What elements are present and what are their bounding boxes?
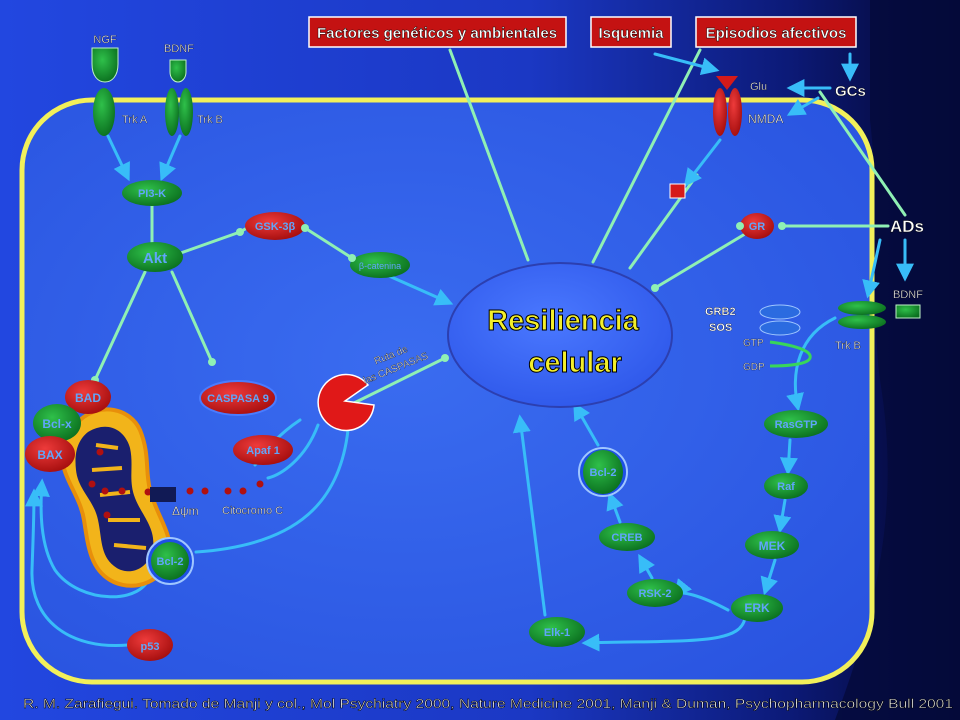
ngf-label: NGF xyxy=(93,34,117,46)
p53-node: p53 xyxy=(127,629,173,661)
bcl2-mito-node: Bcl-2 xyxy=(146,537,194,585)
bclx-node: Bcl-x xyxy=(33,404,81,442)
membrane-pore xyxy=(150,487,176,502)
mek-node: MEK xyxy=(745,531,799,559)
citocromo-label: Citocromo C xyxy=(222,505,283,517)
trkb-receptor-right xyxy=(179,88,193,136)
pi3k-node: PI3-K xyxy=(122,180,182,206)
dpsi-label: Δψm xyxy=(172,504,199,518)
gdp-label: GDP xyxy=(743,362,765,373)
calcium-icon xyxy=(669,183,686,199)
ischemia-label: Isquemia xyxy=(598,25,664,42)
ads-label: ADs xyxy=(890,217,924,236)
bax-node: BAX xyxy=(25,436,75,472)
bad-label: BAD xyxy=(75,391,101,405)
cytochrome-dots xyxy=(186,480,264,495)
creb-node: CREB xyxy=(599,523,655,551)
dark-corner xyxy=(835,0,960,720)
trka-label: Trk A xyxy=(122,114,148,126)
akt-label: Akt xyxy=(143,250,167,267)
elk1-node: Elk-1 xyxy=(529,617,585,647)
genetic-factors-box: Factores genéticos y ambientales xyxy=(308,16,567,48)
bdnf-right-ligand xyxy=(895,304,921,319)
mito-red-dots xyxy=(88,448,152,519)
caspase-pacman xyxy=(317,373,375,432)
trka-receptor xyxy=(93,88,115,136)
gsk3b-label: GSK-3β xyxy=(255,221,296,233)
affective-episodes-label: Episodios afectivos xyxy=(706,25,847,42)
bcl2-mito-label: Bcl-2 xyxy=(157,556,184,568)
raf-node: Raf xyxy=(764,473,808,499)
gsk3b-node: GSK-3β xyxy=(245,212,305,240)
bdnf-top-ligand: BDNF xyxy=(164,43,194,83)
blue-arrows xyxy=(24,52,914,652)
akt-node: Akt xyxy=(127,242,183,272)
bcatenin-node: β-catenina xyxy=(350,252,410,278)
cell-membrane xyxy=(19,97,875,685)
trkb-receptor-left xyxy=(165,88,179,136)
bcatenin-label: β-catenina xyxy=(359,261,401,271)
affective-episodes-box: Episodios afectivos xyxy=(695,16,857,48)
rsk2-label: RSK-2 xyxy=(638,588,671,600)
ngf-ligand: NGF xyxy=(91,34,119,83)
caspasa9-label: CASPASA 9 xyxy=(207,393,269,405)
trkb-top-label: Trk B xyxy=(197,114,223,126)
bcl2-nucleus-label: Bcl-2 xyxy=(590,467,617,479)
pi3k-label: PI3-K xyxy=(138,188,166,200)
connector-lines xyxy=(93,48,907,407)
grb2-oval xyxy=(759,304,801,320)
nmda-label: NMDA xyxy=(748,112,783,126)
rasgtp-node: RasGTP xyxy=(764,410,828,438)
raf-label: Raf xyxy=(777,481,795,493)
gcs-label: GCs xyxy=(835,83,866,100)
glu-label: Glu xyxy=(750,81,767,93)
bclx-label: Bcl-x xyxy=(42,417,72,431)
resiliencia-line1: Resiliencia xyxy=(487,305,639,337)
nmda-receptor xyxy=(713,76,742,136)
caspasa9-node: CASPASA 9 xyxy=(199,380,277,416)
resiliencia-line2: celular xyxy=(528,347,622,379)
gr-node: GR xyxy=(740,213,774,239)
bdnf-right-label: BDNF xyxy=(893,289,923,301)
mek-label: MEK xyxy=(759,539,786,553)
bad-node: BAD xyxy=(65,380,111,414)
bcl2-nucleus-node: Bcl-2 xyxy=(578,447,628,497)
trkb-right-label: Trk B xyxy=(835,340,861,352)
gtp-label: GTP xyxy=(743,338,764,349)
apaf1-node: Apaf 1 xyxy=(233,435,293,465)
erk-label: ERK xyxy=(744,601,770,615)
bdnf-top-label: BDNF xyxy=(164,43,194,55)
sos-oval xyxy=(759,320,801,336)
rasgtp-label: RasGTP xyxy=(775,419,818,431)
trkb-right-receptor-top xyxy=(838,301,886,315)
elk1-label: Elk-1 xyxy=(544,627,570,639)
bax-label: BAX xyxy=(37,448,62,462)
erk-node: ERK xyxy=(731,594,783,622)
trkb-right-receptor-bottom xyxy=(838,315,886,329)
p53-label: p53 xyxy=(141,641,160,653)
gtp-gdp-cycle xyxy=(769,340,812,368)
creb-label: CREB xyxy=(611,532,642,544)
grb2-label: GRB2 xyxy=(705,306,736,318)
citation: R. M. Zarafiegui. Tomado de Manji y col.… xyxy=(23,696,953,711)
rsk2-node: RSK-2 xyxy=(627,579,683,607)
genetic-factors-label: Factores genéticos y ambientales xyxy=(317,25,557,42)
gr-label: GR xyxy=(749,221,766,233)
resiliencia-ellipse xyxy=(447,262,673,408)
ischemia-box: Isquemia xyxy=(590,16,672,48)
apaf1-label: Apaf 1 xyxy=(246,445,280,457)
sos-label: SOS xyxy=(709,322,732,334)
